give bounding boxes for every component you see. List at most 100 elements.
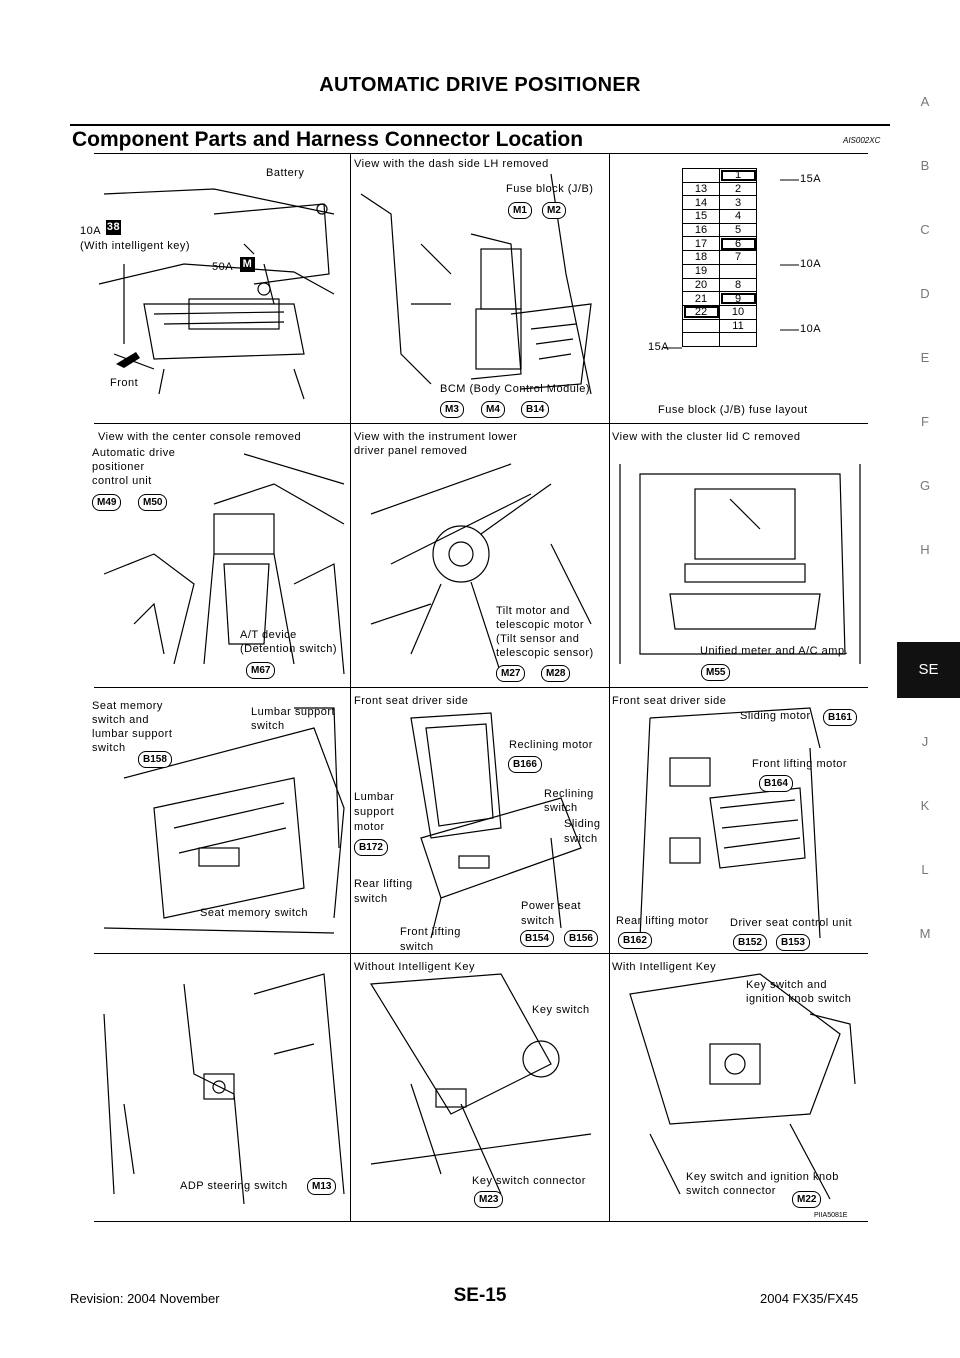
front-lifting-motor-label: Front lifting motor — [752, 758, 848, 770]
connector-b156: B156 — [564, 930, 598, 947]
connector-m27: M27 — [496, 665, 526, 682]
seat-memory-label-4: switch — [92, 742, 126, 754]
connector-m3: M3 — [440, 401, 464, 418]
tilt-motor-label-3: (Tilt sensor and — [496, 633, 580, 645]
connector-b153: B153 — [776, 934, 810, 951]
key-switch-label: Key switch — [532, 1004, 590, 1016]
side-index-f[interactable]: F — [921, 414, 929, 429]
front-lifting-switch-label-2: switch — [400, 941, 434, 953]
center-console-view-title: View with the center console removed — [98, 431, 302, 443]
steering-column-sketch — [370, 463, 592, 675]
side-index-d[interactable]: D — [920, 286, 930, 301]
center-console-sketch — [103, 453, 345, 675]
key-ignition-knob-label-2: ignition knob switch — [746, 993, 852, 1005]
tilt-motor-label-2: telescopic motor — [496, 619, 585, 631]
section-title: Component Parts and Harness Connector Lo… — [72, 128, 584, 151]
connector-m55: M55 — [701, 664, 731, 681]
side-index-c[interactable]: C — [920, 222, 930, 237]
connector-b161: B161 — [823, 709, 857, 726]
connector-m49: M49 — [92, 494, 122, 511]
front-lifting-switch-label-1: Front lifting — [400, 926, 461, 938]
side-index-l[interactable]: L — [921, 862, 929, 877]
rear-lifting-switch-label-2: switch — [354, 893, 388, 905]
side-index-m[interactable]: M — [919, 926, 931, 941]
fuse-row: 1 — [682, 168, 757, 183]
fuse-10a-mid-label: 10A — [800, 258, 822, 270]
page-header-title: AUTOMATIC DRIVE POSITIONER — [319, 74, 641, 96]
cluster-lid-view-title: View with the cluster lid C removed — [612, 431, 801, 443]
fuse-15a-left-label: 15A — [648, 341, 670, 353]
key-ignition-knob-label-1: Key switch and — [746, 979, 827, 991]
key-switch-connector-label-1: Key switch and ignition knob — [686, 1171, 839, 1183]
fuse-cell: 2 — [719, 181, 757, 197]
connector-m1: M1 — [508, 202, 532, 219]
side-index-h[interactable]: H — [920, 542, 930, 557]
side-index-j[interactable]: J — [921, 734, 929, 749]
connector-m67: M67 — [246, 662, 276, 679]
figure-row-divider-2 — [94, 687, 868, 688]
lumbar-motor-label-2: support — [354, 806, 395, 818]
front-seat-view-title-1: Front seat driver side — [354, 695, 469, 707]
fuse-50a-label: 50A — [212, 261, 234, 273]
connector-b164: B164 — [759, 775, 793, 792]
tilt-motor-label-4: telescopic sensor) — [496, 647, 594, 659]
connector-b14: B14 — [521, 401, 550, 418]
tilt-motor-label-1: Tilt motor and — [496, 605, 570, 617]
fuse-row — [682, 332, 757, 347]
connector-m28: M28 — [541, 665, 571, 682]
adp-unit-label-3: control unit — [92, 475, 152, 487]
cluster-area-sketch — [619, 464, 861, 664]
section-code: AIS002XC — [843, 136, 881, 145]
driver-seat-control-unit-label: Driver seat control unit — [730, 917, 853, 929]
at-device-label: A/T device — [240, 629, 297, 641]
front-seat-view-title-2: Front seat driver side — [612, 695, 727, 707]
component-location-figure: Battery 10A 38 (With intelligent key) 50… — [80, 153, 868, 1222]
connector-b166: B166 — [508, 756, 542, 773]
connector-m22: M22 — [792, 1191, 822, 1208]
connector-m4: M4 — [481, 401, 505, 418]
side-index-a[interactable]: A — [920, 94, 930, 109]
dash-side-view-title: View with the dash side LH removed — [354, 158, 549, 170]
footer-page-number: SE-15 — [453, 1285, 507, 1306]
connector-b162: B162 — [618, 932, 652, 949]
key-switch-sketch — [369, 973, 592, 1195]
side-index-se-active[interactable]: SE — [897, 642, 960, 698]
side-index-g[interactable]: G — [919, 478, 931, 493]
key-switch-connector-label-2: switch connector — [686, 1185, 776, 1197]
dash-side-sketch — [360, 173, 592, 395]
sliding-switch-label-1: Sliding — [564, 818, 601, 830]
connector-b154: B154 — [520, 930, 554, 947]
detention-switch-label: (Detention switch) — [240, 643, 338, 655]
connector-b172: B172 — [354, 839, 388, 856]
side-index-k[interactable]: K — [920, 798, 930, 813]
side-index-b[interactable]: B — [920, 158, 930, 173]
seat-memory-label-2: switch and — [92, 714, 149, 726]
seat-memory-label-1: Seat memory — [92, 700, 163, 712]
adp-unit-label-1: Automatic drive — [92, 447, 176, 459]
connector-m23: M23 — [474, 1191, 504, 1208]
fuse-block-jb-label: Fuse block (J/B) — [506, 183, 594, 195]
power-seat-switch-label-1: Power seat — [521, 900, 582, 912]
bcm-label: BCM (Body Control Module) — [440, 383, 591, 395]
instrument-lower-view-title-1: View with the instrument lower — [354, 431, 518, 443]
instrument-lower-view-title-2: driver panel removed — [354, 445, 468, 457]
figure-row-divider-1 — [94, 423, 868, 424]
without-intelligent-key-title: Without Intelligent Key — [354, 961, 475, 973]
side-index-e[interactable]: E — [920, 350, 930, 365]
fuse-cell — [719, 332, 757, 347]
seat-memory-switch-label: Seat memory switch — [200, 907, 309, 919]
seat-side-sketch — [410, 712, 582, 939]
connector-m50: M50 — [138, 494, 168, 511]
fuse-callout-lines — [664, 179, 799, 349]
steering-switch-sketch — [103, 973, 345, 1205]
fuse-10a-low-label: 10A — [800, 323, 822, 335]
lumbar-motor-label-3: motor — [354, 821, 385, 833]
adp-steering-switch-label: ADP steering switch — [180, 1180, 288, 1192]
connector-b158: B158 — [138, 751, 172, 768]
